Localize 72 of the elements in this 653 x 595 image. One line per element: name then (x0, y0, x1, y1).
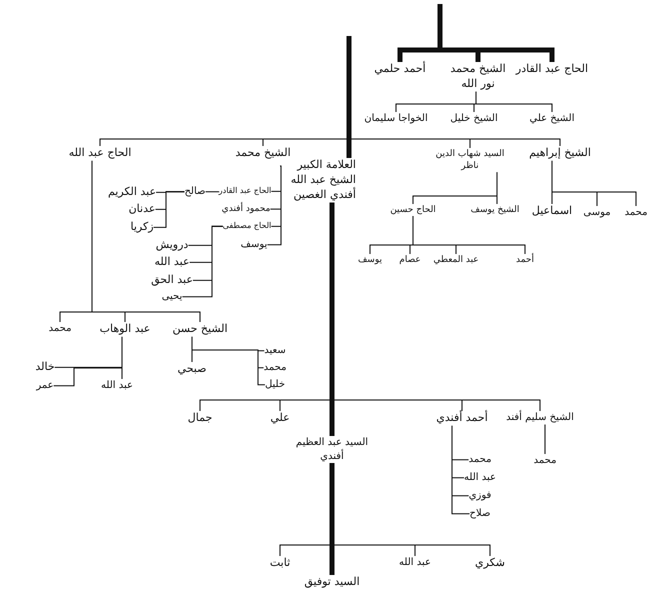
person-name: عدنان (128, 202, 156, 217)
person-name: محمد (534, 454, 556, 468)
connector-line (153, 191, 185, 228)
person-name: عبد الكريم (108, 185, 156, 200)
person-name: فوزي (468, 489, 492, 502)
connector-line (412, 216, 526, 254)
person-name: محمد (468, 453, 492, 466)
person-name: الخواجا سليمان (364, 112, 428, 126)
person-name: الشيخ سليم أفند (506, 411, 574, 424)
person-name: الشيخ علي (530, 112, 574, 126)
person-name: محمد (624, 206, 648, 220)
person-name: عبد الحق (151, 273, 193, 288)
lineage-line (346, 34, 352, 158)
person-name: الحاج عبد القادر (218, 186, 272, 197)
person-name: أحمد (516, 254, 534, 266)
person-name: العلامة الكبير الشيخ عبد الله أفندي الغصين (280, 158, 356, 203)
connector-line (92, 160, 200, 322)
lineage-line (330, 200, 334, 436)
connector-line (182, 226, 224, 298)
person-name: محمد (48, 322, 72, 336)
person-name: سعيد (264, 344, 286, 358)
person-name: الحاج مصطفى (222, 221, 272, 232)
person-name: درويش (156, 238, 188, 253)
person-name: خالد (35, 360, 55, 375)
connector-line (266, 166, 282, 246)
person-name: السيد عبد العظيم أفندي (289, 436, 375, 463)
person-name: صالح (184, 185, 206, 198)
person-name: يوسف (240, 238, 268, 252)
connector-line (396, 91, 476, 112)
person-name: أحمد حلمي (374, 62, 426, 77)
person-name: يحيى (162, 290, 182, 304)
person-name: اسماعيل (532, 204, 572, 219)
connector-line (53, 336, 122, 386)
person-name: موسى (583, 206, 611, 220)
person-name: السيد توفيق (304, 575, 360, 590)
connector-line (552, 160, 636, 206)
connector-line (205, 190, 220, 192)
person-name: عصام (399, 254, 421, 266)
person-name: عمر (36, 379, 54, 392)
person-name: عبد الله (399, 556, 431, 570)
person-name: عبد المعطي (433, 254, 479, 266)
person-name: عبد الوهاب (100, 322, 150, 337)
person-name: عبد الله (101, 379, 133, 392)
person-name: زكريا (130, 220, 154, 235)
person-name: الحاج عبد القادر (516, 62, 588, 77)
person-name: خليل (264, 378, 286, 392)
person-name: أحمد أفندي (436, 411, 488, 426)
person-name: الحاج حسين (390, 204, 436, 216)
person-name: الشيخ محمد نور الله (445, 62, 511, 92)
person-name: علي (270, 411, 290, 426)
connector-line (544, 424, 546, 454)
person-name: صلاح (470, 507, 490, 520)
person-name: محمود أفندي (222, 203, 270, 216)
person-name: عبد الله (154, 255, 190, 270)
person-name: يوسف (358, 254, 382, 266)
person-name: الشيخ يوسف (470, 204, 520, 216)
person-name: السيد شهاب الدين ناظر (427, 148, 513, 172)
connector-line (452, 425, 470, 514)
person-name: محمد (264, 361, 286, 374)
person-name: ثابت (270, 556, 290, 571)
person-name: الشيخ إبراهيم (529, 146, 591, 161)
person-name: جمال (188, 411, 212, 426)
person-name: عبد الله (464, 471, 496, 484)
person-name: شكري (475, 556, 505, 571)
person-name: الشيخ محمد (235, 146, 291, 161)
person-name: صبحي (178, 362, 206, 377)
person-name: الحاج عبد الله (68, 146, 132, 161)
connector-line (192, 336, 266, 386)
person-name: الشيخ خليل (450, 112, 498, 126)
person-name: الشيخ حسن (172, 322, 228, 337)
lineage-line (330, 460, 334, 575)
connector-line (496, 172, 498, 204)
